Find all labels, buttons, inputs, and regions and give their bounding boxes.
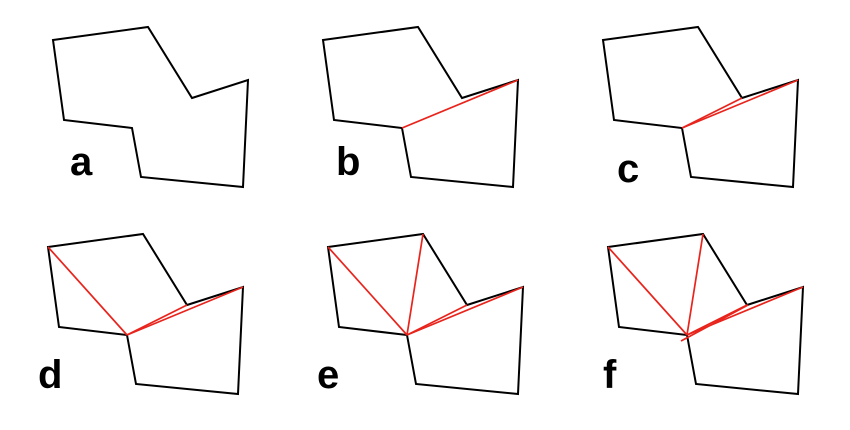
diagonal-line	[680, 304, 749, 342]
diagonal-line	[681, 79, 799, 129]
polygon-outline	[51, 25, 250, 189]
panel-label: e	[317, 353, 339, 397]
panel-b: b	[321, 25, 520, 189]
diagonal-line	[406, 233, 424, 336]
diagonal-line	[126, 286, 244, 336]
polygon-outline	[606, 232, 805, 396]
polygon-outline	[46, 232, 245, 396]
diagonal-line	[327, 246, 408, 336]
panel-e: e	[317, 232, 525, 397]
polygon-outline	[321, 25, 520, 189]
panel-f: f	[603, 232, 805, 397]
diagonal-line	[686, 233, 704, 336]
panel-d: d	[38, 232, 245, 397]
diagonal-line	[406, 304, 468, 336]
panel-label: c	[617, 147, 639, 191]
polygon-outline	[601, 25, 800, 189]
panel-label: b	[336, 140, 360, 184]
diagonal-line	[126, 304, 188, 336]
diagonal-line	[607, 246, 688, 336]
polygon-outline	[326, 232, 525, 396]
panel-c: c	[601, 25, 800, 191]
diagonal-line	[47, 246, 128, 336]
panel-label: f	[603, 353, 617, 397]
panel-a: a	[51, 25, 250, 189]
panel-label: d	[38, 353, 62, 397]
panel-label: a	[70, 140, 93, 184]
diagonal-line	[681, 97, 743, 129]
diagonal-line	[401, 79, 519, 129]
diagonal-line	[406, 286, 524, 336]
